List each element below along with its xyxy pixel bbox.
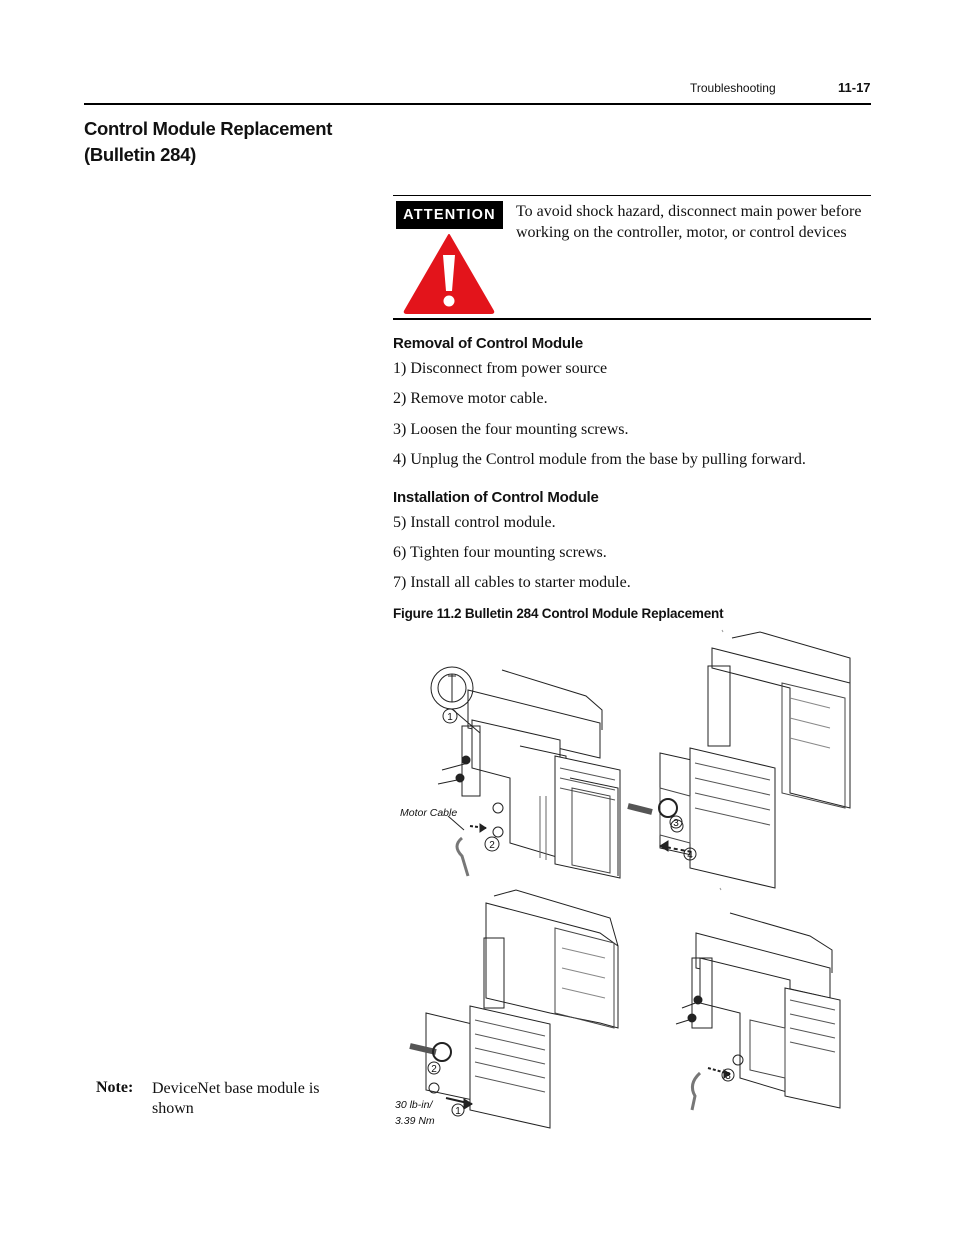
diagram-panel-4 <box>675 912 841 1111</box>
page-number: 11-17 <box>838 80 871 95</box>
motor-cable-label: Motor Cable <box>400 807 457 819</box>
removal-step: 3) Loosen the four mounting screws. <box>393 421 629 438</box>
callout-3-top: 3 <box>673 818 679 829</box>
section-title-line2: (Bulletin 284) <box>84 144 196 165</box>
installation-step: 6) Tighten four mounting screws. <box>393 544 607 561</box>
callout-3-bottom: 3 <box>725 1071 731 1082</box>
torque-label-line1: 30 lb-in/ <box>395 1099 433 1111</box>
figure-caption: Figure 11.2 Bulletin 284 Control Module … <box>393 606 724 621</box>
note-label: Note: <box>96 1079 134 1096</box>
attention-top-rule <box>393 195 871 196</box>
header-rule <box>84 103 871 105</box>
note-text: DeviceNet base module is shown <box>152 1080 320 1117</box>
callout-2-top: 2 <box>489 840 495 851</box>
diagram-panel-3 <box>409 889 619 1129</box>
removal-step: 2) Remove motor cable. <box>393 390 548 407</box>
diagram-panel-2 <box>627 631 851 889</box>
removal-heading: Removal of Control Module <box>393 335 584 352</box>
removal-step: 1) Disconnect from power source <box>393 360 608 377</box>
removal-step: 4) Unplug the Control module from the ba… <box>393 451 806 468</box>
section-title: Control Module Replacement (Bulletin 284… <box>84 116 384 168</box>
callout-1-bottom: 1 <box>455 1106 461 1117</box>
installation-step: 5) Install control module. <box>393 514 556 531</box>
attention-label: ATTENTION <box>396 201 503 229</box>
attention-bottom-rule <box>393 318 871 320</box>
installation-heading: Installation of Control Module <box>393 489 599 506</box>
section-title-line1: Control Module Replacement <box>84 118 333 139</box>
callout-1-top: 1 <box>447 712 453 723</box>
callout-4-top: 4 <box>687 850 693 861</box>
warning-triangle-icon <box>403 234 495 314</box>
installation-step: 7) Install all cables to starter module. <box>393 574 631 591</box>
torque-label-line2: 3.39 Nm <box>395 1115 435 1127</box>
control-module-replacement-figure: 1 2 3 4 2 1 3 Motor Cable 30 lb-in/ 3.39… <box>395 629 851 1129</box>
running-header-section: Troubleshooting <box>690 81 776 95</box>
callout-2-bottom: 2 <box>431 1064 437 1075</box>
diagram-panel-1 <box>430 666 621 879</box>
attention-text: To avoid shock hazard, disconnect main p… <box>516 203 862 241</box>
